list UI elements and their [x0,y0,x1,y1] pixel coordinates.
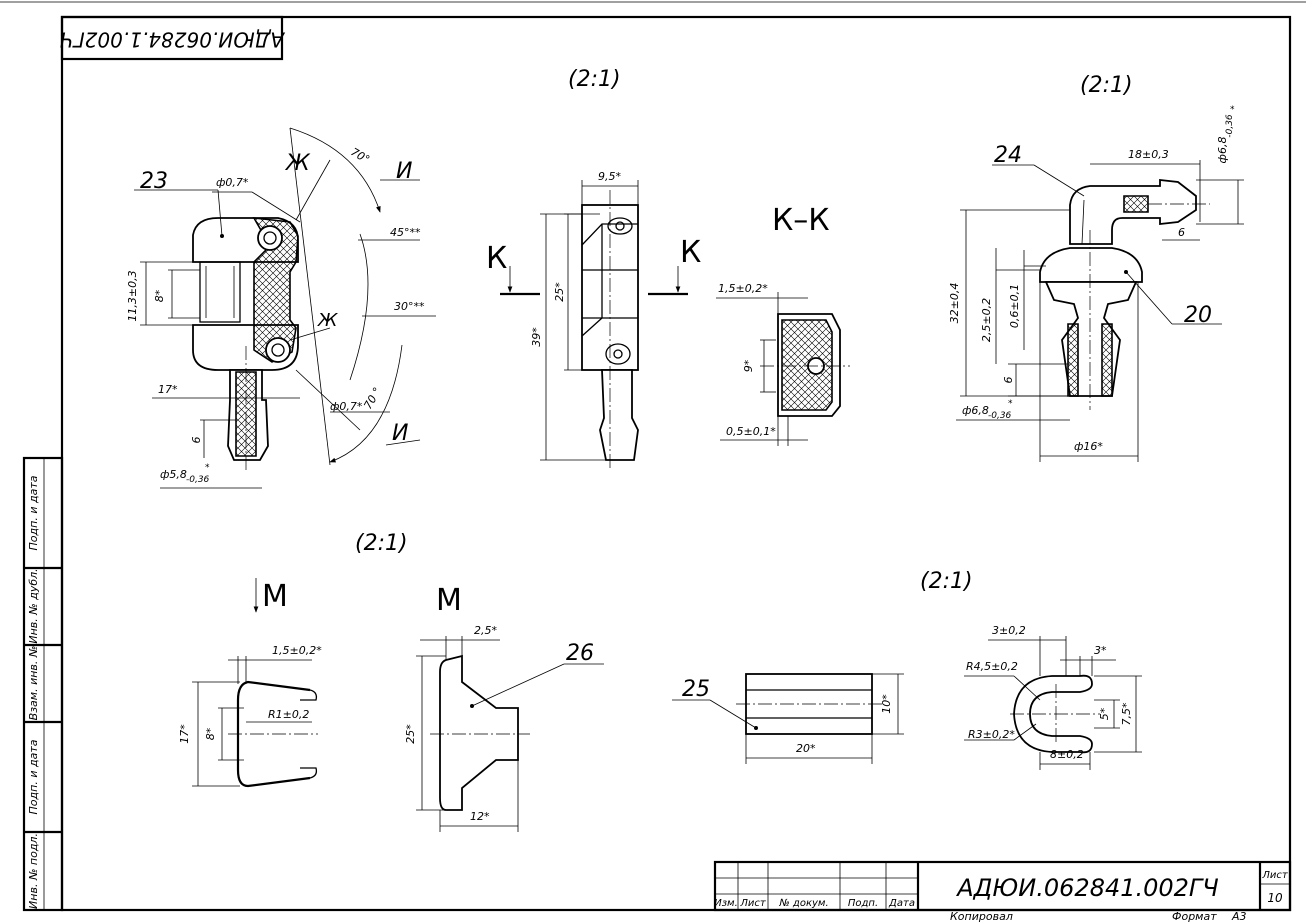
label-m-arrow: М [262,579,288,614]
view-c-clip: 3±0,2 3* R4,5±0,2 R3±0,2* 5* 7,5* 8±0,2 [964,624,1142,770]
label-i2: И [392,421,408,446]
dim-b10: 10* [880,694,893,714]
dim-d58star: * [205,463,210,473]
dim-d18: 18±0,3 [1128,148,1169,161]
dim-d58tol: -0,36 [186,475,210,485]
dim-d07a: ф0,7* [216,176,249,189]
stamp-inv-dubl: Инв. № дубл. [27,568,40,643]
view-side-kk: К К 9,5* 25* 39* [486,170,701,470]
pos-26: 26 [566,641,594,666]
dim-d8: 8* [153,289,166,302]
dim-d152: 1,5±0,2* [718,282,768,295]
dim-d68bstar: * [1008,399,1013,409]
label-zh1: Ж [284,151,311,176]
scale-label-3: (2:1) [355,531,408,556]
col-doc: № докум. [778,898,828,909]
dim-r45: R4,5±0,2 [966,660,1018,673]
sheet-label: Лист [1261,870,1289,881]
dim-d68: ф6,8 [1216,137,1229,164]
stamp-vzam-inv: Взам. инв. № [27,646,40,721]
dim-d16: ф16* [1074,440,1103,453]
dim-d6a: 6 [190,437,203,444]
dim-m152: 1,5±0,2* [272,644,322,657]
dim-m8: 8* [204,727,217,740]
side-stamp: Подп. и дата Инв. № дубл. Взам. инв. № П… [22,456,64,912]
dim-c75: 7,5* [1120,702,1133,725]
dim-v25: 2,5* [474,624,497,637]
dim-c3: 3±0,2 [992,624,1026,637]
col-izm: Изм. [714,898,738,909]
dim-a70a: 70° [349,145,372,166]
dim-v25b: 25* [404,724,417,744]
dim-d25: 25* [553,282,566,302]
view-part-24-20: 24 20 18±0,3 ф6,8 -0,36 * 6 32±0,4 2,5±0… [948,105,1244,462]
dim-r3: R3±0,2* [968,728,1015,741]
scale-label-2: (2:1) [1080,73,1133,98]
scale-label-1: (2:1) [568,67,621,92]
dim-d39: 39* [530,327,543,347]
dim-d113: 11,3±0,3 [126,270,139,321]
scale-label-4: (2:1) [920,569,973,594]
dim-d95: 9,5* [598,170,621,183]
dim-v12: 12* [470,810,490,823]
view-m-part-26: М 26 2,5* 25* 12* [404,583,604,832]
sheet-number: 10 [1267,891,1283,905]
dim-m17: 17* [178,724,191,744]
dim-b20: 20* [796,742,816,755]
dim-d252: 2,5±0,2 [980,298,993,342]
dim-d324: 32±0,4 [948,283,961,324]
designation: АДЮИ.062841.002ГЧ [955,874,1219,902]
dim-d9: 9* [742,359,755,372]
dim-d58: ф5,8 [160,468,187,481]
dim-d68star: * [1230,105,1235,115]
dim-a30: 30°** [394,300,425,313]
label-i1: И [396,159,412,184]
stamp-inv-podl: Инв. № подл. [27,833,40,909]
dim-a45: 45°** [390,226,421,239]
dim-d68tol: -0,36 [1225,114,1235,138]
stamp-podp-data-2: Подп. и дата [27,739,40,814]
dim-c5: 5* [1098,707,1111,720]
dim-d6b: 6 [1178,226,1185,239]
title-block: Изм. Лист № докум. Подп. Дата АДЮИ.06284… [713,860,1292,923]
dim-d07b: ф0,7* [330,400,363,413]
dim-a70b: 70 ° [361,385,384,411]
dim-c8: 8±0,2 [1050,748,1084,761]
label-kk: К–К [772,203,830,238]
rotated-code-box: АДЮИ.06284.1.002ГЧ [60,15,287,61]
col-data: Дата [888,898,915,909]
dim-d68btol: -0,36 [988,411,1012,421]
kopiroval: Копировал [950,910,1013,923]
pos-25: 25 [682,677,710,702]
format-label: Формат [1172,910,1217,923]
section-kk: К–К 1,5±0,2* 9* 0,5±0,1* [716,203,850,446]
label-k-right: К [680,235,701,270]
dim-d061: 0,6±0,1 [1008,284,1021,328]
pos-24: 24 [994,143,1022,168]
dim-d17: 17* [158,383,178,396]
label-zh2: Ж [317,310,338,331]
dim-d68b: ф6,8 [962,404,989,417]
view-part-25: 25 10* 20* [672,673,904,764]
label-m-view: М [436,583,462,618]
view-part-23: 23 ф0,7* Ж 70° И 45°** 30°** Ж ф0,7* 70 … [126,127,436,489]
rotated-code-text: АДЮИ.06284.1.002ГЧ [60,28,287,52]
pos-23: 23 [140,169,168,194]
dim-r1: R1±0,2 [268,708,309,721]
label-k-left: К [486,241,507,276]
col-podp: Подп. [848,898,878,909]
stamp-podp-data-1: Подп. и дата [27,475,40,550]
format-value: А3 [1231,910,1247,923]
dim-d051: 0,5±0,1* [726,425,776,438]
dim-c3s: 3* [1094,644,1107,657]
dim-d6c: 6 [1002,377,1015,384]
pos-20: 20 [1184,303,1212,328]
col-list: Лист [739,898,767,909]
view-m-clip: М 1,5±0,2* R1±0,2 17* 8* [178,578,322,788]
